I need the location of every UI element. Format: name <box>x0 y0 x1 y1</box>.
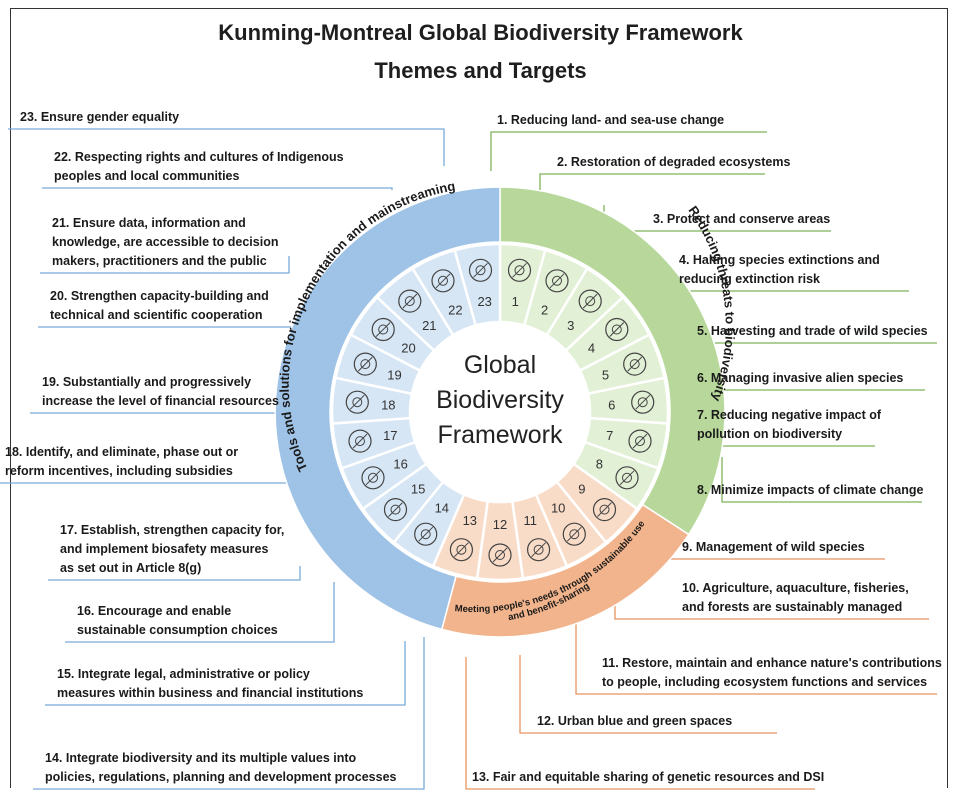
target-label: 1. Reducing land- and sea-use change <box>497 113 725 127</box>
city-icon <box>488 543 512 567</box>
target-label: 17. Establish, strengthen capacity for,a… <box>60 523 285 575</box>
target-number: 17 <box>383 428 397 443</box>
target-number: 4 <box>588 340 595 355</box>
target-number: 21 <box>422 318 436 333</box>
butterfly-icon <box>592 498 617 522</box>
target-number: 20 <box>401 340 415 355</box>
coin-icon <box>345 390 369 414</box>
bulb-icon <box>361 466 385 490</box>
figure-frame <box>10 8 948 788</box>
thermometer-icon <box>615 466 639 490</box>
clipboard-icon <box>414 522 438 546</box>
sprout-icon <box>623 352 647 376</box>
leader-line <box>65 582 335 643</box>
theme-band-green <box>499 186 726 536</box>
target-label: 11. Restore, maintain and enhance nature… <box>602 656 942 689</box>
leader-line <box>539 173 765 191</box>
leader-line <box>465 657 815 790</box>
target-number: 5 <box>602 368 609 383</box>
beetle-icon <box>631 390 655 414</box>
target-label: 23. Ensure gender equality <box>20 110 180 124</box>
target-label: 15. Integrate legal, administrative or p… <box>57 667 364 700</box>
target-number: 2 <box>541 302 548 317</box>
chart-icon <box>383 498 408 522</box>
target-number: 13 <box>463 513 477 528</box>
target-label: 10. Agriculture, aquaculture, fisheries,… <box>682 581 909 614</box>
target-number: 16 <box>393 457 407 472</box>
gender-icon <box>468 258 493 282</box>
leader-line <box>668 558 885 560</box>
center-title-line: Framework <box>437 421 563 449</box>
target-number: 10 <box>551 501 565 516</box>
target-label: 5. Harvesting and trade of wild species <box>697 324 928 338</box>
target-number: 12 <box>493 517 507 532</box>
theme-band-blue <box>274 186 501 631</box>
leader-line <box>45 641 406 706</box>
leader-line <box>42 187 393 190</box>
diagram-subtitle: Themes and Targets <box>374 58 587 83</box>
target-number: 7 <box>606 428 613 443</box>
target-number: 1 <box>512 294 519 309</box>
target-number: 6 <box>608 397 615 412</box>
leader-line <box>519 655 777 734</box>
leader-line <box>33 637 425 790</box>
bottle-icon <box>628 429 652 453</box>
target-number: 15 <box>411 481 425 496</box>
leader-line <box>48 566 301 581</box>
target-number: 23 <box>477 294 491 309</box>
fish-icon <box>562 522 586 546</box>
honeycomb-icon <box>507 258 532 282</box>
target-number: 8 <box>596 457 603 472</box>
diagram-title: Kunming-Montreal Global Biodiversity Fra… <box>218 20 743 45</box>
trees-icon <box>545 269 569 293</box>
data-network-icon <box>398 289 422 313</box>
whale-icon <box>605 317 629 342</box>
handshake-icon <box>371 317 395 342</box>
network-icon <box>348 429 372 453</box>
hands-plant-icon <box>526 538 551 562</box>
target-label: 9. Management of wild species <box>682 540 865 554</box>
wave-icon <box>578 289 602 313</box>
money-bag-icon <box>353 352 377 376</box>
target-number: 18 <box>381 397 395 412</box>
center-circle <box>410 322 590 502</box>
center-title-line: Biodiversity <box>436 386 564 414</box>
center-title-line: Global <box>463 351 537 379</box>
target-number: 19 <box>387 368 401 383</box>
leader-line <box>8 128 445 166</box>
target-number: 11 <box>523 513 537 528</box>
scales-icon <box>449 538 473 562</box>
target-number: 9 <box>578 481 585 496</box>
target-label: 13. Fair and equitable sharing of geneti… <box>472 770 825 784</box>
target-label: 2. Restoration of degraded ecosystems <box>557 155 791 169</box>
target-label: 6. Managing invasive alien species <box>697 371 904 385</box>
leader-line <box>40 256 290 274</box>
target-label: 14. Integrate biodiversity and its multi… <box>45 751 397 784</box>
target-label: 22. Respecting rights and cultures of In… <box>54 150 344 183</box>
leader-line <box>490 131 767 171</box>
target-label: 18. Identify, and eliminate, phase out o… <box>5 445 239 478</box>
leader-line <box>575 623 937 695</box>
target-number: 14 <box>435 501 449 516</box>
leader-line <box>721 457 922 503</box>
people-icon <box>431 269 455 293</box>
target-label: 12. Urban blue and green spaces <box>537 714 733 728</box>
target-label: 8. Minimize impacts of climate change <box>697 483 924 497</box>
target-number: 22 <box>448 302 462 317</box>
theme-bands <box>274 186 726 638</box>
center-title: Global Biodiversity Framework <box>420 348 580 453</box>
target-number: 3 <box>567 318 574 333</box>
target-label: 3. Protect and conserve areas <box>653 212 831 226</box>
